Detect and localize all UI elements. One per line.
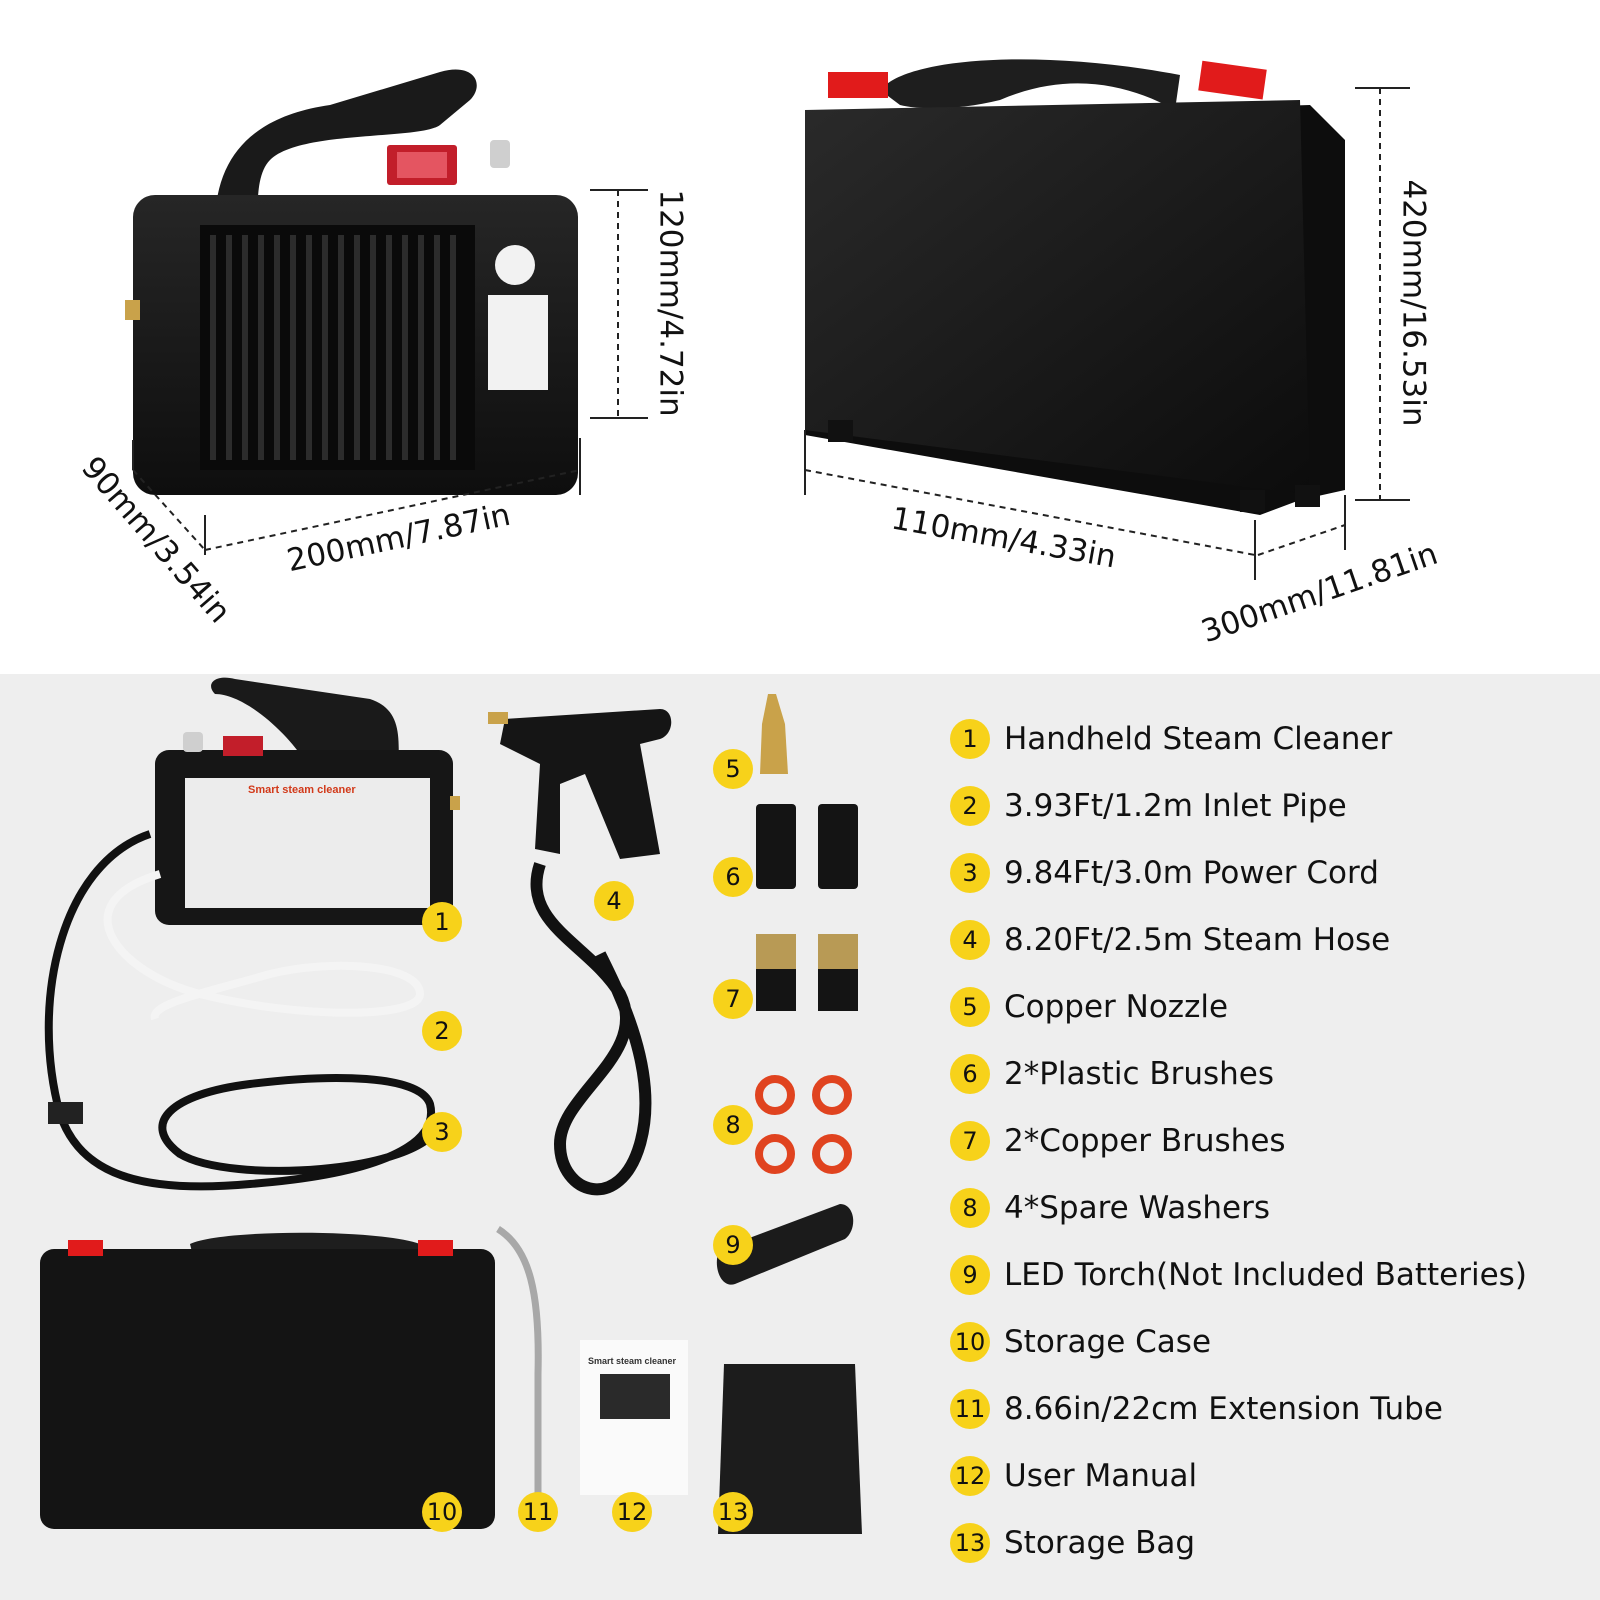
legend-item: 3 9.84Ft/3.0m Power Cord bbox=[950, 848, 1379, 898]
contents-section: Smart steam cleaner Smart steam cleaner … bbox=[0, 674, 1600, 1600]
legend-label: 8.66in/22cm Extension Tube bbox=[1004, 1391, 1443, 1427]
legend-label: 2*Plastic Brushes bbox=[1004, 1056, 1275, 1092]
item-storage-case bbox=[40, 1232, 495, 1529]
legend-item: 8 4*Spare Washers bbox=[950, 1183, 1270, 1233]
dimensions-section: 120mm/4.72in 200mm/7.87in 90mm/3.54in 42… bbox=[0, 0, 1600, 674]
legend-item: 4 8.20Ft/2.5m Steam Hose bbox=[950, 915, 1390, 965]
badge-5: 5 bbox=[713, 749, 753, 789]
manual-title: Smart steam cleaner bbox=[588, 1356, 677, 1366]
legend-badge: 1 bbox=[950, 719, 990, 759]
dimensions-illustration bbox=[125, 59, 1410, 580]
badge-11: 11 bbox=[518, 1492, 558, 1532]
legend-badge: 6 bbox=[950, 1054, 990, 1094]
badge-9: 9 bbox=[713, 1225, 753, 1265]
badge-6: 6 bbox=[713, 857, 753, 897]
legend-item: 5 Copper Nozzle bbox=[950, 982, 1228, 1032]
legend-label: 9.84Ft/3.0m Power Cord bbox=[1004, 855, 1379, 891]
badge-8: 8 bbox=[713, 1105, 753, 1145]
item-extension-tube bbox=[496, 1226, 542, 1514]
legend-item: 10 Storage Case bbox=[950, 1317, 1211, 1367]
legend-label: 2*Copper Brushes bbox=[1004, 1123, 1286, 1159]
legend-badge: 3 bbox=[950, 853, 990, 893]
item-power-cord bbox=[44, 830, 444, 1191]
item-storage-bag bbox=[718, 1364, 862, 1534]
item-steam-hose bbox=[488, 709, 672, 1196]
case-height-label: 420mm/16.53in bbox=[1395, 179, 1432, 427]
dimension-lines bbox=[132, 87, 1410, 580]
legend-badge: 9 bbox=[950, 1255, 990, 1295]
legend-label: LED Torch(Not Included Batteries) bbox=[1004, 1257, 1527, 1293]
legend-badge: 12 bbox=[950, 1456, 990, 1496]
item-inlet-pipe bbox=[103, 870, 425, 1021]
contents-illustration bbox=[40, 677, 862, 1534]
legend-badge: 8 bbox=[950, 1188, 990, 1228]
item-copper-nozzle bbox=[760, 694, 788, 774]
legend-item: 12 User Manual bbox=[950, 1451, 1197, 1501]
legend-item: 6 2*Plastic Brushes bbox=[950, 1049, 1274, 1099]
badge-3: 3 bbox=[422, 1112, 462, 1152]
item-spare-washers bbox=[755, 1075, 852, 1174]
legend-item: 1 Handheld Steam Cleaner bbox=[950, 714, 1392, 764]
badge-7: 7 bbox=[713, 979, 753, 1019]
badge-13: 13 bbox=[713, 1492, 753, 1532]
legend-item: 7 2*Copper Brushes bbox=[950, 1116, 1286, 1166]
badge-4: 4 bbox=[594, 881, 634, 921]
legend-badge: 7 bbox=[950, 1121, 990, 1161]
legend-label: 3.93Ft/1.2m Inlet Pipe bbox=[1004, 788, 1347, 824]
legend-badge: 2 bbox=[950, 786, 990, 826]
legend-badge: 13 bbox=[950, 1523, 990, 1563]
legend-label: User Manual bbox=[1004, 1458, 1198, 1494]
legend-badge: 11 bbox=[950, 1389, 990, 1429]
legend-label: Handheld Steam Cleaner bbox=[1004, 721, 1393, 757]
legend-label: 8.20Ft/2.5m Steam Hose bbox=[1004, 922, 1391, 958]
panel-title: Smart steam cleaner bbox=[248, 784, 356, 796]
badge-1: 1 bbox=[422, 902, 462, 942]
badge-2: 2 bbox=[422, 1011, 462, 1051]
steam-cleaner-product bbox=[125, 69, 578, 495]
legend-item: 13 Storage Bag bbox=[950, 1518, 1195, 1568]
legend-label: Storage Case bbox=[1004, 1324, 1212, 1360]
badge-10: 10 bbox=[422, 1492, 462, 1532]
legend-badge: 5 bbox=[950, 987, 990, 1027]
legend-label: Copper Nozzle bbox=[1004, 989, 1229, 1025]
legend-label: Storage Bag bbox=[1004, 1525, 1196, 1561]
storage-case-product bbox=[805, 59, 1345, 515]
legend-item: 2 3.93Ft/1.2m Inlet Pipe bbox=[950, 781, 1347, 831]
item-plastic-brushes bbox=[756, 804, 858, 889]
legend-badge: 10 bbox=[950, 1322, 990, 1362]
legend-item: 11 8.66in/22cm Extension Tube bbox=[950, 1384, 1443, 1434]
legend-badge: 4 bbox=[950, 920, 990, 960]
legend-label: 4*Spare Washers bbox=[1004, 1190, 1270, 1226]
item-led-torch bbox=[716, 1204, 854, 1285]
legend-item: 9 LED Torch(Not Included Batteries) bbox=[950, 1250, 1527, 1300]
badge-12: 12 bbox=[612, 1492, 652, 1532]
item-steam-cleaner bbox=[155, 677, 460, 925]
item-copper-brushes bbox=[756, 934, 858, 1011]
plug bbox=[48, 1102, 83, 1124]
cleaner-height-label: 120mm/4.72in bbox=[652, 189, 689, 417]
